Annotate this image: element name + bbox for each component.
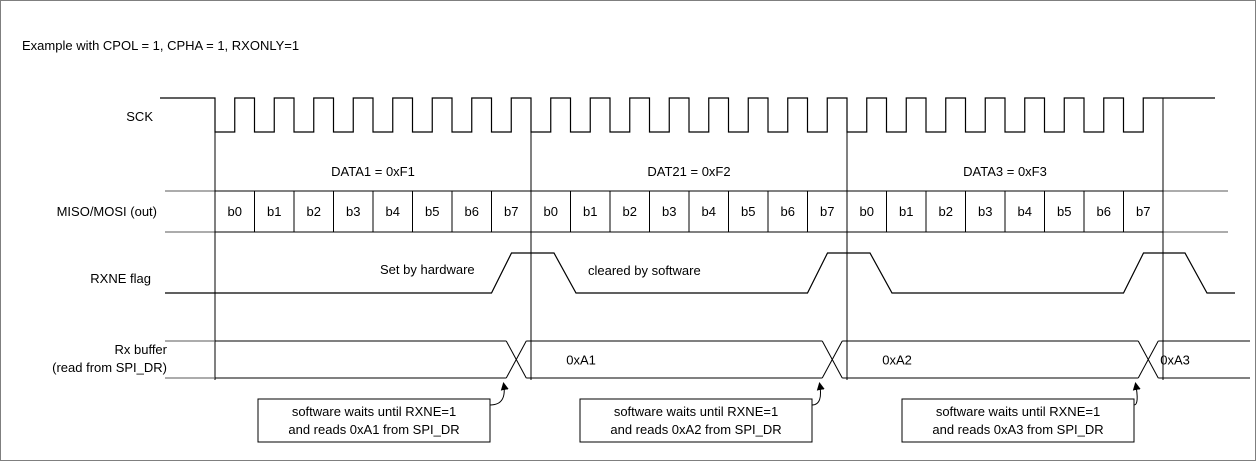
- bit-label: b7: [820, 204, 834, 219]
- miso-mosi-row: b0 b1 b2 b3 b4 b5 b6 b7 b0 b1 b2 b3 b4 b5 b6 b7 b0 b1 b2 b3…: [165, 190, 1228, 233]
- bit-cell: [530, 190, 571, 233]
- bit-label: b0: [860, 204, 874, 219]
- bit-label: b1: [899, 204, 913, 219]
- bit-cell: [688, 190, 729, 233]
- bit-label: b5: [1057, 204, 1071, 219]
- bit-cell: [451, 190, 492, 233]
- rx-buffer-label: Rx buffer: [114, 342, 167, 357]
- bit-cell: [767, 190, 808, 233]
- note-line-1: software waits until RXNE=1: [936, 404, 1100, 419]
- buffer-transition: [1137, 340, 1159, 379]
- note-box: [257, 398, 491, 443]
- bit-label: b5: [425, 204, 439, 219]
- bit-label: b5: [741, 204, 755, 219]
- bit-label: b6: [781, 204, 795, 219]
- note-line-2: and reads 0xA3 from SPI_DR: [932, 422, 1103, 437]
- bit-cell: [1123, 190, 1164, 233]
- note-line-1: software waits until RXNE=1: [614, 404, 778, 419]
- bit-label: b1: [267, 204, 281, 219]
- buffer-value: 0xA3: [1160, 353, 1190, 368]
- bit-label: b3: [662, 204, 676, 219]
- bit-label: b0: [228, 204, 242, 219]
- rxne-cleared-annotation: cleared by software: [588, 263, 701, 278]
- note-line-2: and reads 0xA2 from SPI_DR: [610, 422, 781, 437]
- note-line-1: software waits until RXNE=1: [292, 404, 456, 419]
- frame-label: DATA1 = 0xF1: [331, 164, 415, 179]
- bit-cell: [728, 190, 769, 233]
- bit-cell: [649, 190, 690, 233]
- bit-label: b2: [307, 204, 321, 219]
- bit-label: b3: [978, 204, 992, 219]
- rxne-waveform: [165, 252, 1235, 294]
- bit-label: b2: [623, 204, 637, 219]
- bit-label: b0: [544, 204, 558, 219]
- bit-cell: [609, 190, 650, 233]
- note-line-2: and reads 0xA1 from SPI_DR: [288, 422, 459, 437]
- rx-buffer-sublabel: (read from SPI_DR): [52, 360, 167, 375]
- bit-label: b4: [1018, 204, 1032, 219]
- note-arrow: [811, 382, 825, 406]
- software-notes: software waits until RXNE=1 and reads 0xA…: [257, 382, 1141, 443]
- bit-cell: [491, 190, 532, 233]
- note-arrow: [1132, 382, 1141, 406]
- note-box: [901, 398, 1135, 443]
- sck-label: SCK: [126, 109, 153, 124]
- bit-cell: [846, 190, 887, 233]
- bit-cell: [1083, 190, 1124, 233]
- buffer-value: 0xA2: [882, 353, 912, 368]
- bit-cell: [570, 190, 611, 233]
- bit-cell: [807, 190, 848, 233]
- sck-waveform: [160, 97, 1215, 133]
- bit-label: b3: [346, 204, 360, 219]
- bit-label: b4: [702, 204, 716, 219]
- bit-label: b1: [583, 204, 597, 219]
- bit-cell: [293, 190, 334, 233]
- bit-label: b7: [504, 204, 518, 219]
- bit-cell: [333, 190, 374, 233]
- bit-label: b4: [386, 204, 400, 219]
- frame-label: DAT21 = 0xF2: [647, 164, 730, 179]
- bit-cell: [965, 190, 1006, 233]
- bit-label: b2: [939, 204, 953, 219]
- miso-mosi-label: MISO/MOSI (out): [57, 204, 157, 219]
- bit-label: b7: [1136, 204, 1150, 219]
- note-box: [579, 398, 813, 443]
- frame-labels: DATA1 = 0xF1 DAT21 = 0xF2 DATA3 = 0xF3: [331, 164, 1047, 179]
- buffer-value: 0xA1: [566, 353, 596, 368]
- frame-label: DATA3 = 0xF3: [963, 164, 1047, 179]
- buffer-transition: [505, 340, 527, 379]
- rxne-flag-label: RXNE flag: [90, 271, 151, 286]
- bit-cell: [1044, 190, 1085, 233]
- bit-cell: [1004, 190, 1045, 233]
- diagram-title: Example with CPOL = 1, CPHA = 1, RXONLY=…: [22, 38, 299, 53]
- rx-buffer-row: 0xA1 0xA2 0xA3: [165, 340, 1250, 379]
- bit-cell: [886, 190, 927, 233]
- frame-separators: [214, 98, 1164, 380]
- bit-label: b6: [1097, 204, 1111, 219]
- bit-label: b6: [465, 204, 479, 219]
- rxne-set-annotation: Set by hardware: [380, 262, 475, 277]
- note-arrow: [489, 382, 509, 406]
- bit-cell: [372, 190, 413, 233]
- buffer-transition: [821, 340, 843, 379]
- bit-cell: [214, 190, 255, 233]
- bit-cell: [254, 190, 295, 233]
